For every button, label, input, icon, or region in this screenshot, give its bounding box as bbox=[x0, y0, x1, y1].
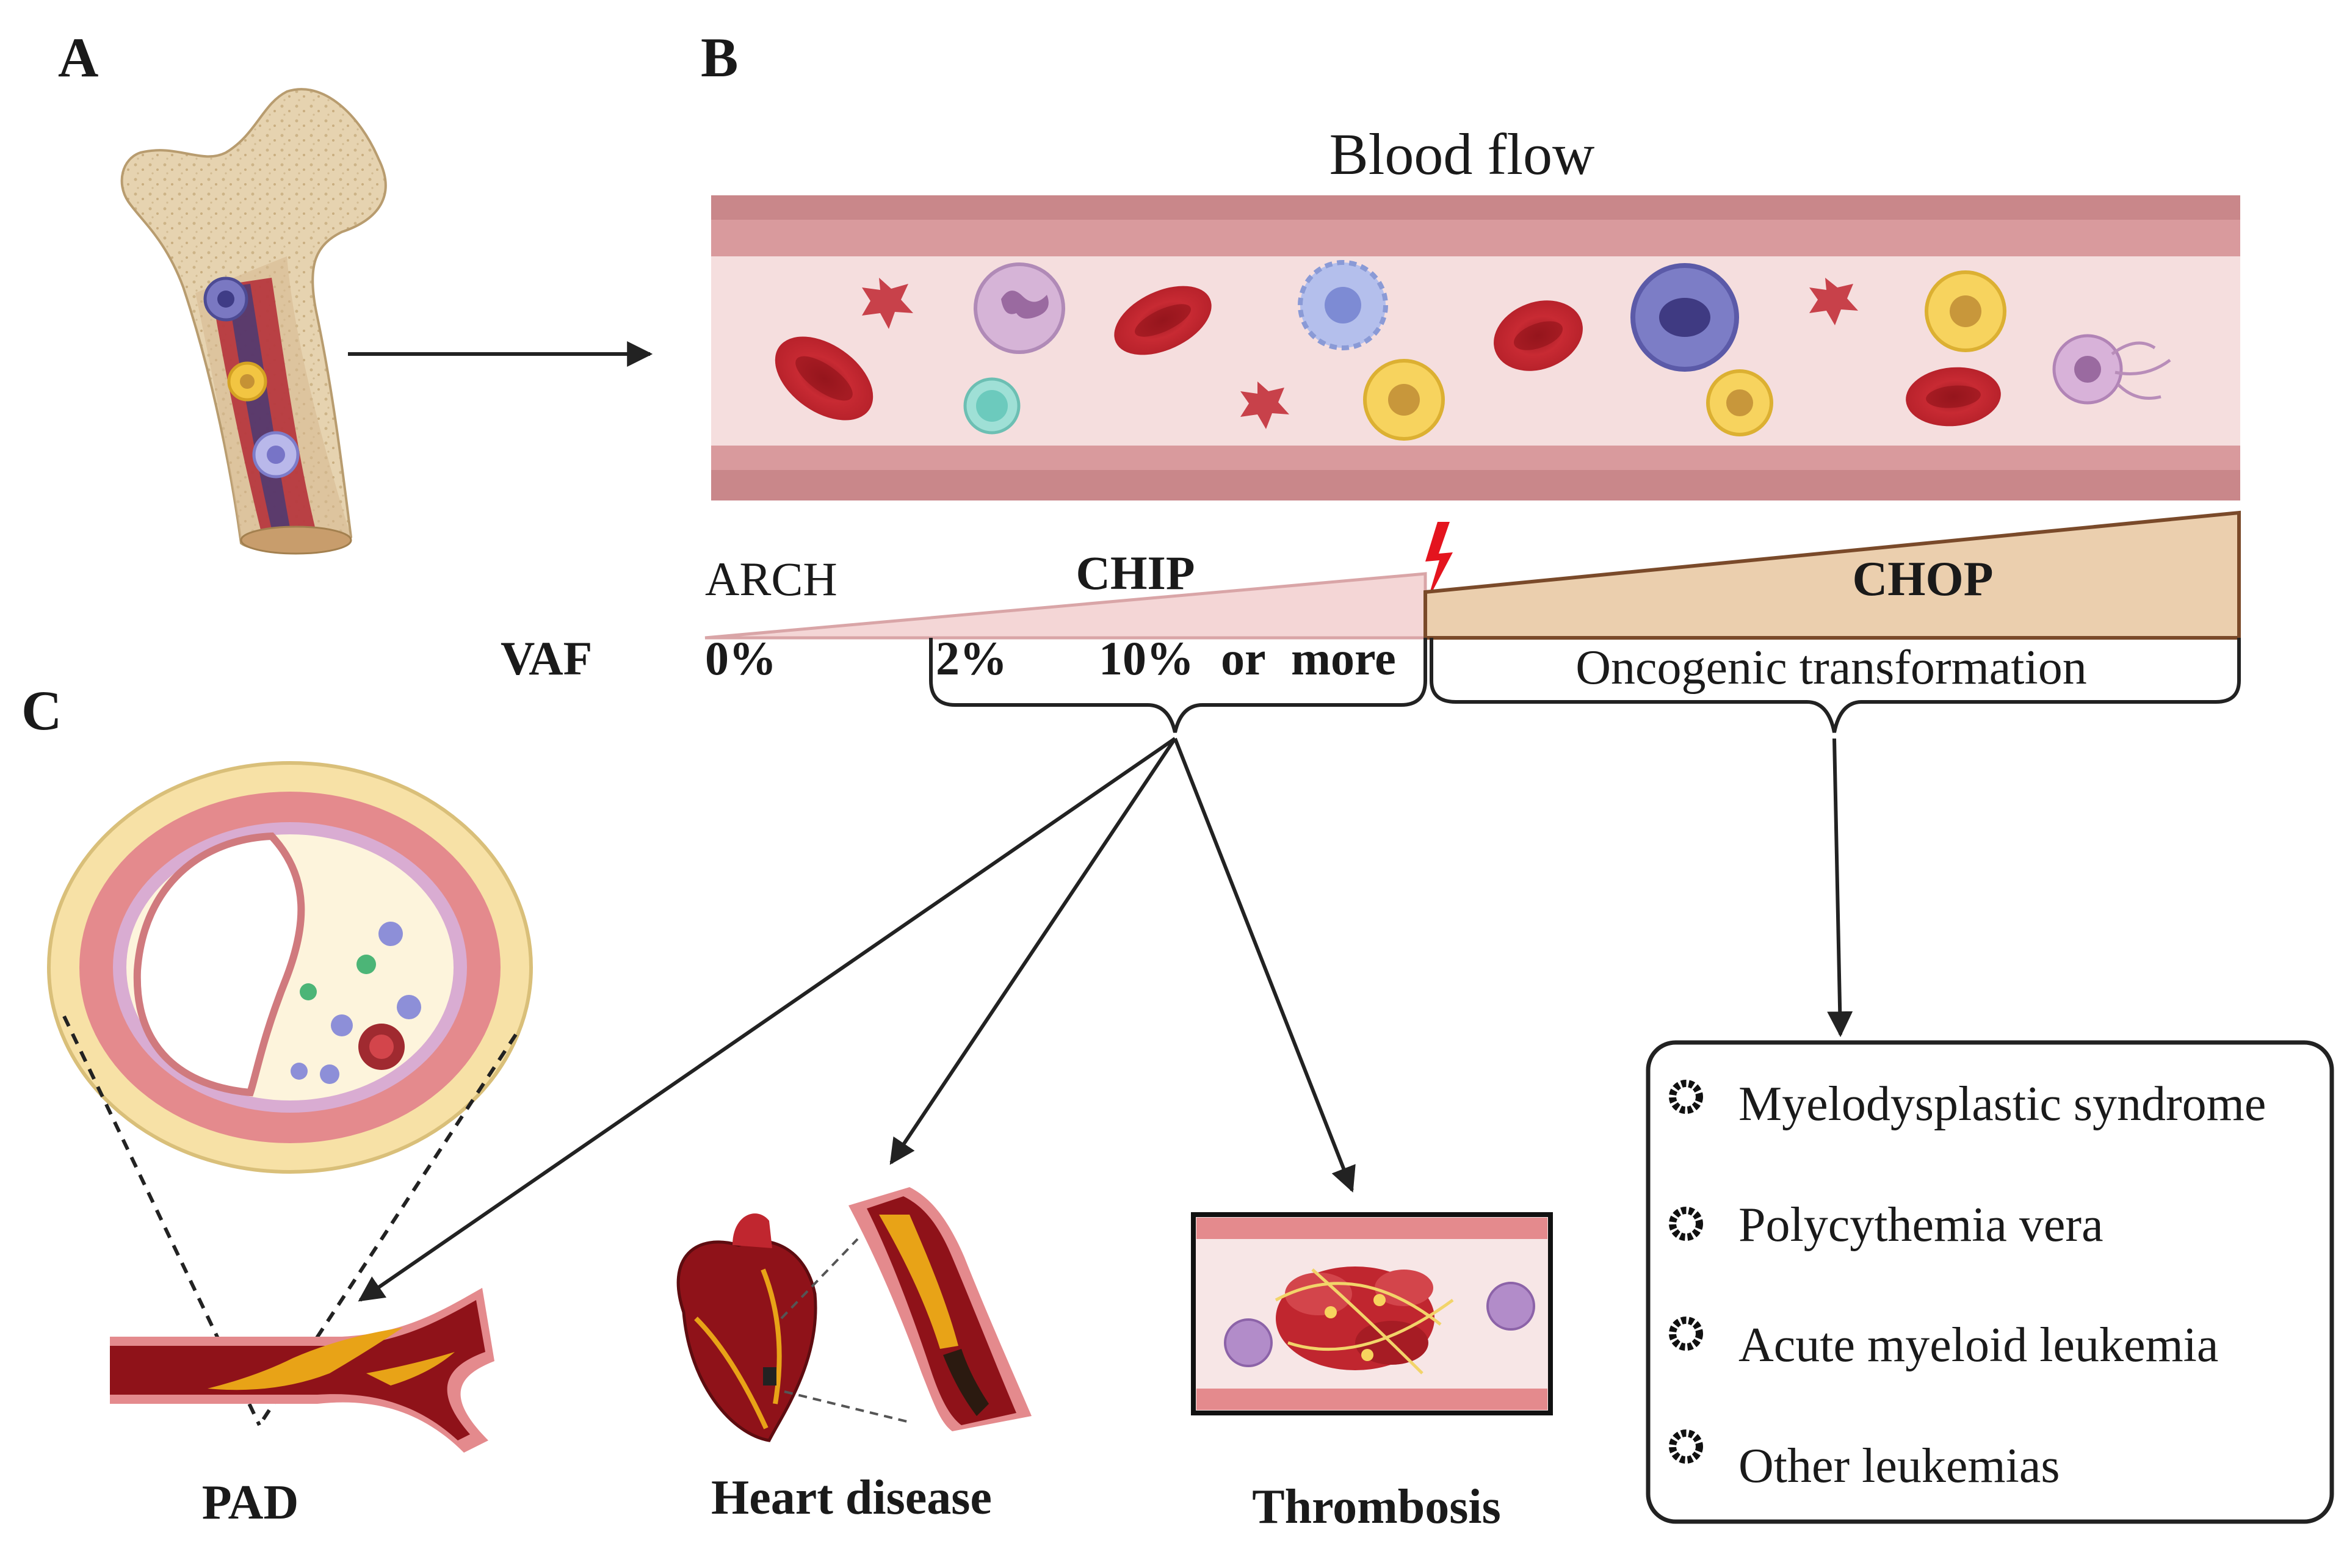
pad-artery bbox=[110, 1288, 494, 1453]
artery-cross-section bbox=[47, 761, 533, 1174]
arrow-chip-to-heart bbox=[889, 737, 1177, 1165]
disease-box bbox=[1646, 1040, 2334, 1524]
zoom-line-heart-bottom bbox=[784, 1390, 910, 1423]
monocyte bbox=[1925, 270, 2006, 352]
red-blood-cell bbox=[775, 336, 874, 421]
disease-item-label: Polycythemia vera bbox=[1738, 1198, 2103, 1252]
stage-label-chip: CHIP bbox=[1076, 546, 1195, 599]
list-item: Myelodysplastic syndrome bbox=[1669, 1077, 2266, 1131]
vaf-tick-more: more bbox=[1291, 632, 1396, 685]
neutrophil bbox=[974, 262, 1065, 354]
arrow-chip-to-pad bbox=[358, 737, 1176, 1302]
oncogenic-label: Oncogenic transformation bbox=[1575, 641, 2087, 695]
vaf-tick-2: 2% bbox=[936, 632, 1007, 685]
list-item: Polycythemia vera bbox=[1669, 1198, 2103, 1252]
vaf-tick-10: 10% bbox=[1099, 632, 1194, 685]
apoptotic-cell bbox=[2052, 334, 2171, 405]
gear-bullet-icon bbox=[1669, 1080, 1703, 1114]
stage-label-chop: CHOP bbox=[1852, 552, 1993, 606]
gear-bullet-icon bbox=[1669, 1429, 1703, 1464]
red-blood-cell bbox=[1114, 286, 1212, 355]
disease-item-label: Acute myeloid leukemia bbox=[1738, 1318, 2218, 1372]
thrombosis-illustration bbox=[1191, 1212, 1553, 1415]
gear-bullet-icon bbox=[1669, 1317, 1703, 1351]
list-item: Acute myeloid leukemia bbox=[1669, 1317, 2218, 1372]
blood-cells bbox=[775, 260, 2171, 441]
panel-label-b: B bbox=[701, 26, 738, 89]
chop-wedge bbox=[1423, 510, 2241, 640]
chip-bracket bbox=[929, 638, 1427, 733]
disease-item-label: Other leukemias bbox=[1738, 1439, 2060, 1493]
platelet bbox=[1240, 381, 1289, 429]
stage-label-arch: ARCH bbox=[705, 552, 837, 605]
vaf-tick-0: 0% bbox=[705, 632, 776, 685]
dendritic-cell bbox=[1298, 260, 1388, 350]
red-blood-cell bbox=[1906, 367, 2001, 427]
monocyte bbox=[1363, 359, 1445, 441]
arrow-chop-to-diseases bbox=[1827, 738, 1853, 1038]
zoom-line-heart-top bbox=[780, 1238, 859, 1320]
vaf-tick-or: or bbox=[1221, 632, 1266, 685]
blood-vessel bbox=[711, 195, 2240, 500]
blood-flow-title: Blood flow bbox=[1329, 121, 1595, 187]
large-leukocyte bbox=[1630, 263, 1739, 372]
outcome-label-pad: PAD bbox=[202, 1476, 298, 1530]
panel-label-a: A bbox=[58, 26, 98, 89]
platelet bbox=[862, 278, 913, 329]
lightning-icon bbox=[1425, 522, 1453, 601]
outcome-label-thrombosis: Thrombosis bbox=[1252, 1480, 1501, 1534]
arrow-chip-to-thrombosis bbox=[1173, 737, 1356, 1193]
coronary-artery bbox=[848, 1187, 1032, 1431]
disease-item-label: Myelodysplastic syndrome bbox=[1738, 1077, 2266, 1131]
chop-bracket bbox=[1430, 638, 2241, 733]
outcome-label-heart: Heart disease bbox=[711, 1471, 992, 1525]
disease-list: Myelodysplastic syndrome Polycythemia ve… bbox=[1669, 1077, 2266, 1493]
panel-label-c: C bbox=[21, 679, 62, 742]
lymphocyte bbox=[963, 377, 1021, 435]
bone-illustration bbox=[120, 88, 387, 555]
red-blood-cell bbox=[1494, 300, 1583, 371]
vaf-label: VAF bbox=[501, 632, 592, 685]
platelet bbox=[1809, 278, 1858, 325]
list-item: Other leukemias bbox=[1669, 1429, 2060, 1493]
heart-illustration bbox=[676, 1213, 817, 1442]
monocyte bbox=[1706, 369, 1773, 436]
gear-bullet-icon bbox=[1669, 1207, 1703, 1241]
